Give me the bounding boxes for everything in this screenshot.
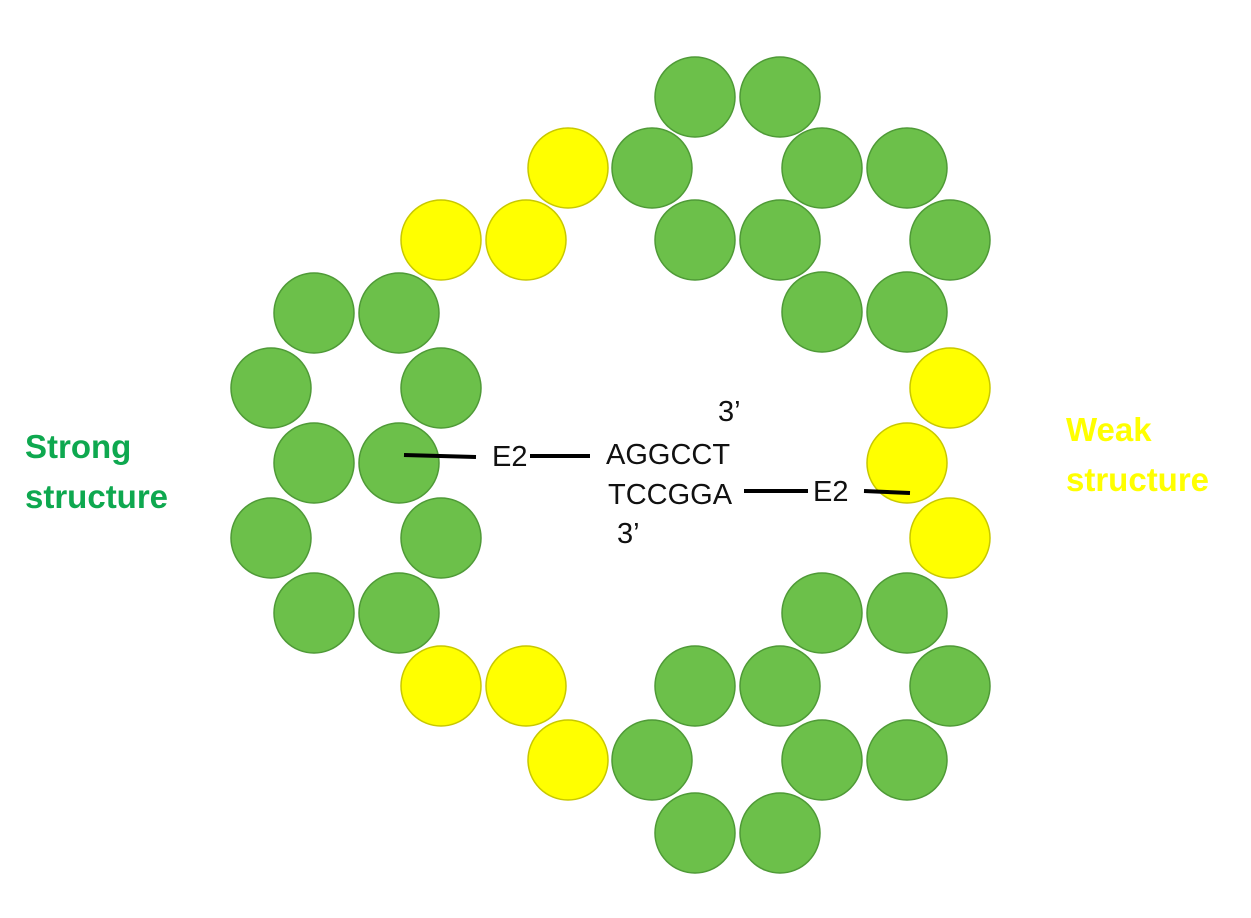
left-connector-line-outer (403, 453, 477, 459)
right-enzyme-label: E2 (813, 476, 849, 508)
yellow-bead-11 (866, 422, 948, 504)
yellow-bead-37 (485, 199, 567, 281)
green-bead-4 (866, 127, 948, 209)
green-bead-2 (611, 127, 693, 209)
green-bead-17 (909, 645, 991, 727)
green-bead-31 (358, 422, 440, 504)
green-bead-22 (739, 792, 821, 874)
yellow-bead-12 (909, 497, 991, 579)
strong-label-line1: Strong (25, 428, 132, 465)
right-connector-line-outer (863, 489, 911, 495)
yellow-bead-10 (909, 347, 991, 429)
green-bead-5 (654, 199, 736, 281)
yellow-bead-25 (400, 645, 482, 727)
green-bead-29 (400, 347, 482, 429)
yellow-bead-36 (400, 199, 482, 281)
green-bead-6 (739, 199, 821, 281)
weak-structure-label: Weak structure (1066, 405, 1209, 505)
weak-label-line2: structure (1066, 461, 1210, 498)
yellow-bead-38 (527, 127, 609, 209)
green-bead-9 (866, 271, 948, 353)
green-bead-33 (400, 497, 482, 579)
green-bead-15 (654, 645, 736, 727)
green-bead-32 (230, 497, 312, 579)
green-bead-7 (909, 199, 991, 281)
green-bead-26 (273, 272, 355, 354)
bead-ring (230, 56, 991, 874)
strong-label-line2: structure (25, 478, 169, 515)
green-bead-13 (781, 572, 863, 654)
weak-label-line1: Weak (1066, 411, 1152, 448)
green-bead-28 (230, 347, 312, 429)
yellow-bead-23 (527, 719, 609, 801)
green-bead-27 (358, 272, 440, 354)
green-bead-35 (358, 572, 440, 654)
left-enzyme-label: E2 (492, 441, 528, 473)
green-bead-19 (781, 719, 863, 801)
strong-structure-label: Strong structure (25, 422, 168, 522)
green-bead-30 (273, 422, 355, 504)
green-bead-3 (781, 127, 863, 209)
green-bead-1 (739, 56, 821, 138)
green-bead-16 (739, 645, 821, 727)
green-bead-20 (866, 719, 948, 801)
yellow-bead-24 (485, 645, 567, 727)
bottom-strand-sequence: TCCGGA (608, 479, 733, 511)
green-bead-14 (866, 572, 948, 654)
connector-lines (403, 453, 911, 495)
top-strand-sequence: AGGCCT (606, 439, 731, 471)
top-strand-3prime: 3’ (718, 396, 741, 428)
green-bead-0 (654, 56, 736, 138)
green-bead-34 (273, 572, 355, 654)
green-bead-21 (654, 792, 736, 874)
bottom-strand-3prime: 3’ (617, 518, 640, 550)
green-bead-18 (611, 719, 693, 801)
green-bead-8 (781, 271, 863, 353)
